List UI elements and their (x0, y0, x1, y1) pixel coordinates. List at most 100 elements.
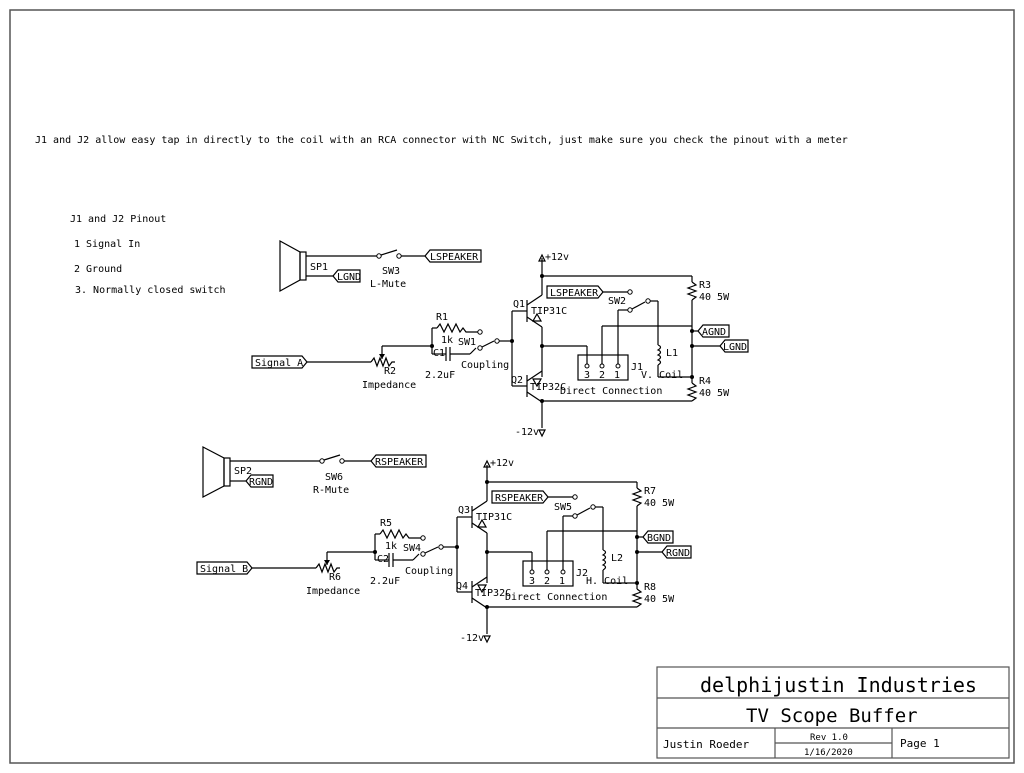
design-note: J1 and J2 allow easy tap in directly to … (35, 135, 848, 146)
jack-label: Direct Connection (560, 386, 662, 397)
title-block: delphijustin Industries TV Scope Buffer … (656, 666, 1010, 759)
jack-pin: 1 (559, 576, 565, 587)
author-name: Justin Roeder (663, 738, 749, 751)
resistor-value: 1k (385, 541, 397, 552)
resistor-icon (436, 322, 478, 334)
channel-a-circuit: SP1 LGND SW3 L-Mute LSPEAKER Signal A (251, 239, 749, 438)
coil-label: H. Coil (586, 576, 628, 587)
negative-rail-icon (483, 635, 491, 644)
svg-text:AGND: AGND (702, 327, 726, 338)
mute-switch-ref: SW3 (382, 266, 400, 277)
svg-text:RSPEAKER: RSPEAKER (495, 493, 544, 504)
speaker-icon (279, 239, 307, 293)
mute-switch-label: R-Mute (313, 485, 349, 496)
resistor-value: 40 5W (644, 498, 675, 509)
coupling-switch-ref: SW1 (458, 337, 476, 348)
transistor-part: TIP32C (475, 588, 511, 599)
pot-ref: R6 (329, 572, 341, 583)
resistor-ref: R7 (644, 486, 656, 497)
capacitor-value: 2.2uF (425, 370, 455, 381)
jack-label: Direct Connection (505, 592, 607, 603)
coupling-switch-ref: SW4 (403, 543, 421, 554)
power-rail-icon (538, 253, 546, 262)
resistor-value: 40 5W (644, 594, 675, 605)
resistor-icon (686, 281, 698, 301)
svg-text:LGND: LGND (723, 342, 747, 353)
resistor-value: 40 5W (699, 292, 730, 303)
transistor-npn-icon (471, 500, 488, 534)
svg-text:RGND: RGND (666, 548, 690, 559)
mute-switch-label: L-Mute (370, 279, 406, 290)
svg-text:LGND: LGND (337, 272, 361, 283)
page-number: Page 1 (900, 737, 940, 750)
resistor-ref: R3 (699, 280, 711, 291)
resistor-ref: R8 (644, 582, 656, 593)
transistor-ref: Q2 (511, 375, 523, 386)
transistor-part: TIP32C (530, 382, 566, 393)
jack-connector-icon (522, 560, 574, 587)
transistor-pnp-icon (526, 370, 543, 403)
coil-icon (656, 344, 662, 366)
pot-label: Impedance (306, 586, 360, 597)
transistor-ref: Q3 (458, 505, 470, 516)
jack-ref: J1 (631, 362, 643, 373)
pot-ref: R2 (384, 366, 396, 377)
transistor-ref: Q1 (513, 299, 525, 310)
transistor-npn-icon (526, 294, 543, 328)
mute-switch-icon[interactable] (319, 454, 345, 464)
output-port-tag: LSPEAKER (546, 285, 604, 299)
ground-port-tag: RGND (245, 474, 274, 488)
mute-switch-ref: SW6 (325, 472, 343, 483)
agnd-port-tag: AGND (697, 324, 730, 338)
output-switch-icon[interactable] (572, 504, 596, 519)
sheet-border (9, 9, 1015, 764)
svg-text:RSPEAKER: RSPEAKER (375, 457, 424, 468)
drawing-title: TV Scope Buffer (746, 705, 918, 727)
mute-switch-icon[interactable] (376, 249, 402, 259)
output-switch-icon[interactable] (627, 298, 651, 313)
speaker-port-tag: RSPEAKER (370, 454, 427, 468)
resistor-icon (631, 588, 643, 608)
coil-ref: L2 (611, 553, 623, 564)
jack-pin: 1 (614, 370, 620, 381)
lgnd-port-tag: LGND (719, 339, 749, 353)
negative-supply-label: -12v (515, 427, 539, 438)
output-switch-ref: SW5 (554, 502, 572, 513)
speaker-icon (202, 446, 231, 498)
potentiometer-icon[interactable] (315, 562, 340, 574)
coil-label: V. Coil (641, 370, 683, 381)
signal-port-tag: Signal A (251, 355, 308, 369)
negative-supply-label: -12v (460, 633, 484, 644)
coupling-switch-label: Coupling (405, 566, 453, 577)
resistor-ref: R5 (380, 518, 392, 529)
coil-ref: L1 (666, 348, 678, 359)
coupling-switch-icon[interactable] (424, 544, 444, 554)
resistor-ref: R4 (699, 376, 711, 387)
company-name: delphijustin Industries (700, 673, 977, 697)
channel-b-circuit: SP2 RGND SW6 R-Mute RSPEAKER Signal B R6… (196, 446, 692, 644)
potentiometer-icon[interactable] (370, 356, 395, 368)
coupling-switch-icon[interactable] (481, 338, 500, 348)
revision-date: 1/16/2020 (804, 748, 853, 758)
transistor-part: TIP31C (531, 306, 567, 317)
speaker-ref: SP2 (234, 466, 252, 477)
jack-pin: 2 (599, 370, 605, 381)
power-rail-icon (483, 459, 491, 468)
svg-text:RGND: RGND (249, 477, 273, 488)
jack-ref: J2 (576, 568, 588, 579)
svg-text:BGND: BGND (647, 533, 671, 544)
transistor-pnp-icon (471, 576, 488, 609)
revision: Rev 1.0 (810, 733, 848, 743)
resistor-value: 40 5W (699, 388, 730, 399)
transistor-part: TIP31C (476, 512, 512, 523)
pinout-legend: J1 and J2 Pinout 1 Signal In 2 Ground 3.… (70, 214, 226, 296)
transistor-ref: Q4 (456, 581, 468, 592)
capacitor-icon (445, 347, 451, 361)
capacitor-value: 2.2uF (370, 576, 400, 587)
output-port-tag: RSPEAKER (491, 490, 549, 504)
resistor-ref: R1 (436, 312, 448, 323)
positive-supply-label: +12v (545, 252, 569, 263)
jack-pin: 3 (584, 370, 590, 381)
jack-pin: 3 (529, 576, 535, 587)
